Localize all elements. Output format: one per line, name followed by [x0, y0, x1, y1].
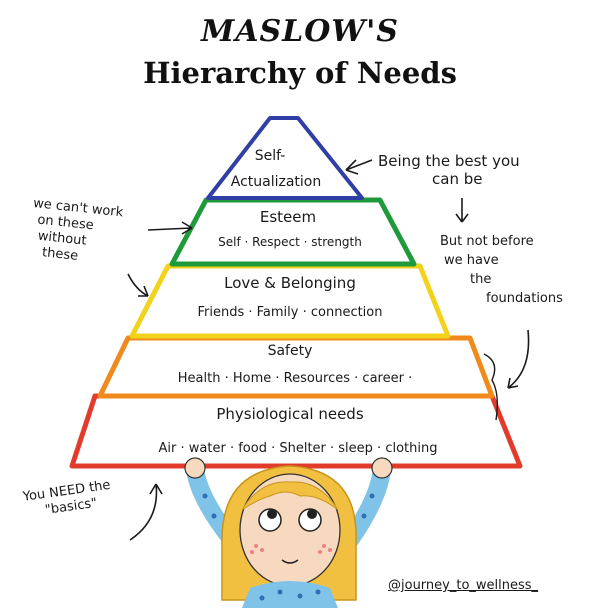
esteem-detail: Self · Respect · strength — [218, 235, 362, 249]
title-main: MASLOW'S — [201, 14, 399, 49]
esteem-heading: Esteem — [260, 208, 316, 226]
arrow-to-self-actualization — [345, 159, 373, 175]
self-actualization-heading-2: Actualization — [231, 174, 322, 190]
love-belonging-detail: Friends · Family · connection — [197, 305, 382, 320]
note-cant-work: we can't work on these without these — [27, 196, 124, 269]
arrow-to-esteem — [147, 221, 193, 235]
note-not-before-line-2: we have — [444, 253, 499, 268]
note-not-before: But not before we have the foundations — [440, 232, 563, 308]
title-sub: Hierarchy of Needs — [143, 56, 457, 90]
safety-detail: Health · Home · Resources · career · — [178, 371, 412, 386]
credit-handle: @journey_to_wellness_ — [388, 578, 539, 593]
safety-heading: Safety — [268, 343, 313, 359]
note-not-before-line-4: foundations — [486, 291, 563, 306]
arrow-to-love-belonging — [127, 273, 149, 297]
note-being-best-line-2: can be — [432, 170, 483, 188]
physiological-detail: Air · water · food · Shelter · sleep · c… — [159, 441, 438, 456]
pyramid-level-self-actualization — [206, 116, 364, 200]
arrow-to-foundations — [507, 329, 530, 389]
note-being-best: Being the best you can be — [378, 152, 520, 188]
physiological-heading: Physiological needs — [216, 405, 363, 423]
love-belonging-heading: Love & Belonging — [224, 274, 356, 292]
girl-illustration — [184, 457, 393, 608]
arrow-down-from-best — [455, 198, 469, 223]
note-not-before-line-3: the — [470, 272, 492, 287]
arrow-to-basics — [129, 483, 163, 541]
note-being-best-line-1: Being the best you — [378, 152, 520, 170]
self-actualization-heading-1: Self- — [255, 148, 286, 164]
brace-lower-levels — [483, 353, 499, 421]
note-not-before-line-1: But not before — [440, 234, 534, 249]
